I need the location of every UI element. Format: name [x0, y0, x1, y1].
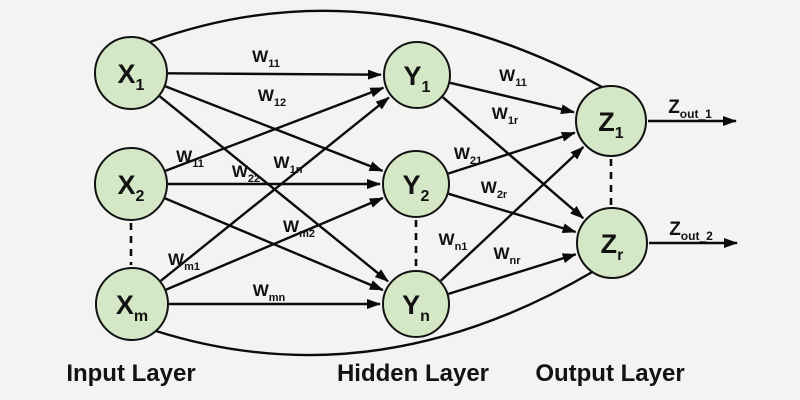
weight-label-6: Wm2: [283, 217, 315, 240]
node-label-y1: Y1: [404, 61, 431, 96]
layer-label-3: Output Layer: [535, 360, 684, 387]
weight-label-14: Wnr: [493, 244, 521, 267]
node-label-x2-sub: 2: [136, 188, 145, 205]
weight-label-12-base: W: [481, 178, 498, 197]
weight-label-12: W2r: [481, 178, 508, 201]
output-label-2-sub: out_2: [681, 229, 713, 243]
node-label-z1-sub: 1: [615, 125, 624, 142]
edge-x1-y1: [167, 69, 382, 80]
weight-label-12-sub: 2r: [497, 189, 508, 201]
weight-label-5: W1n: [274, 153, 303, 176]
node-label-y1-base: Y: [404, 61, 422, 91]
node-label-x2-base: X: [118, 170, 136, 200]
edge-y1-z1: [449, 81, 575, 115]
node-label-y1-sub: 1: [422, 79, 431, 96]
node-label-zr-base: Z: [601, 229, 618, 259]
layer-label-1: Input Layer: [66, 360, 195, 387]
weight-label-8-base: W: [253, 281, 270, 300]
weight-label-7: Wm1: [168, 250, 200, 273]
output-label-2-base: Z: [669, 219, 681, 240]
node-label-zr: Zr: [601, 229, 624, 264]
node-label-x1: X1: [118, 59, 145, 94]
weight-label-13-sub: n1: [455, 241, 468, 253]
weight-label-2-base: W: [258, 86, 275, 105]
edge-xm-y1: [160, 96, 390, 282]
node-label-x2: X2: [118, 170, 145, 205]
edge-xm-y2: [165, 196, 384, 291]
node-z1: [575, 85, 647, 157]
weight-label-11: W21: [454, 144, 482, 167]
weight-label-7-base: W: [168, 250, 185, 269]
weight-label-1-sub: 11: [268, 58, 280, 70]
layer-label-2: Hidden Layer: [337, 360, 489, 387]
weight-label-11-base: W: [454, 144, 471, 163]
weight-label-5-base: W: [274, 153, 291, 172]
edge-yn-z1: [439, 146, 585, 282]
output-label-2: Zout_2: [669, 219, 713, 243]
node-label-y2: Y2: [403, 170, 430, 205]
weight-label-6-sub: m2: [299, 228, 315, 240]
weight-label-3: W11: [176, 147, 204, 170]
node-x2: [94, 147, 168, 221]
weight-label-10-base: W: [492, 104, 509, 123]
node-label-x1-sub: 1: [136, 77, 145, 94]
node-y2: [382, 150, 450, 218]
node-label-yn: Yn: [402, 290, 430, 325]
node-y1: [383, 41, 451, 109]
weight-label-9-base: W: [499, 66, 516, 85]
node-zr: [576, 207, 648, 279]
output-label-1-sub: out_1: [680, 107, 712, 121]
node-label-xm-base: X: [116, 290, 134, 320]
weight-label-9-sub: 11: [515, 77, 527, 89]
weight-label-10: W1r: [492, 104, 519, 127]
weight-label-2: W12: [258, 86, 286, 109]
node-label-z1: Z1: [598, 107, 624, 142]
weight-label-2-sub: 12: [274, 97, 286, 109]
node-label-zr-sub: r: [617, 247, 623, 264]
weight-label-4-base: W: [232, 162, 249, 181]
weight-label-3-sub: 11: [192, 158, 204, 170]
node-x1: [94, 36, 168, 110]
skip-curve-2: [155, 269, 595, 357]
weight-label-10-sub: 1r: [508, 115, 519, 127]
node-label-xm: Xm: [116, 290, 148, 325]
weight-label-9: W11: [499, 66, 527, 89]
node-label-yn-base: Y: [402, 290, 420, 320]
weight-label-4: W22: [232, 162, 260, 185]
weight-label-3-base: W: [176, 147, 193, 166]
node-label-z1-base: Z: [598, 107, 615, 137]
weight-label-6-base: W: [283, 217, 300, 236]
edge-x2-y1: [165, 86, 385, 172]
weight-label-4-sub: 22: [248, 173, 260, 185]
output-label-1-base: Z: [668, 97, 680, 118]
weight-label-14-sub: nr: [510, 255, 522, 267]
edge-y1-zr: [442, 96, 584, 220]
weight-label-8: Wmn: [253, 281, 286, 304]
edge-y2-z1: [448, 131, 576, 175]
weight-label-14-base: W: [493, 244, 510, 263]
weight-label-7-sub: m1: [184, 261, 200, 273]
weight-label-11-sub: 21: [470, 155, 482, 167]
node-xm: [95, 267, 169, 341]
node-label-y2-sub: 2: [421, 188, 430, 205]
weight-label-8-sub: mn: [269, 292, 286, 304]
output-label-1: Zout_1: [668, 97, 712, 121]
node-label-x1-base: X: [118, 59, 136, 89]
node-label-xm-sub: m: [134, 308, 148, 325]
weight-label-13-base: W: [439, 230, 456, 249]
skip-curve-1: [149, 9, 603, 89]
weight-label-1: W11: [252, 47, 280, 70]
node-label-yn-sub: n: [420, 308, 430, 325]
node-label-y2-base: Y: [403, 170, 421, 200]
weight-label-13: Wn1: [439, 230, 468, 253]
weight-label-1-base: W: [252, 47, 269, 66]
edge-yn-zr: [448, 253, 577, 296]
node-yn: [382, 270, 450, 338]
weight-label-5-sub: 1n: [290, 164, 303, 176]
